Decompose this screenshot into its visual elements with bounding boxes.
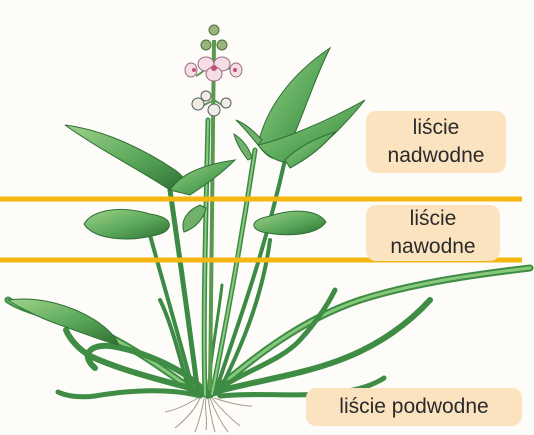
label-aerial-line2: nadwodne bbox=[388, 142, 485, 170]
label-submerged-leaves: liście podwodne bbox=[306, 388, 522, 426]
label-floating-line1: liście bbox=[410, 205, 457, 233]
label-aerial-line1: liście bbox=[413, 114, 460, 142]
label-floating-leaves: liście nawodne bbox=[366, 205, 500, 261]
label-aerial-leaves: liście nadwodne bbox=[366, 111, 506, 173]
label-floating-line2: nawodne bbox=[390, 233, 475, 261]
roots bbox=[165, 398, 252, 432]
label-submerged-text: liście podwodne bbox=[339, 393, 488, 421]
submerged-blade-left bbox=[8, 299, 118, 345]
